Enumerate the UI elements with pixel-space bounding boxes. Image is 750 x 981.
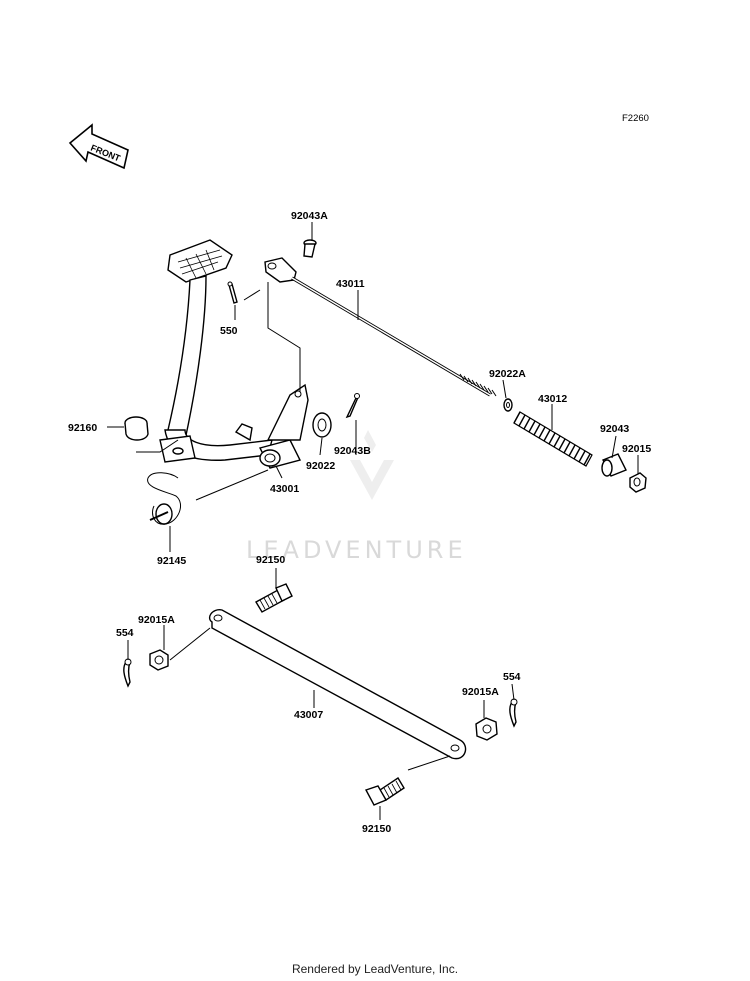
- label-554-left: 554: [116, 627, 134, 639]
- bolt-92150-top: [255, 583, 293, 613]
- pin-92043A: [303, 239, 317, 258]
- stopper-92160: [124, 416, 149, 441]
- link-bar-43007: [208, 609, 467, 760]
- nut-92015: [629, 472, 647, 493]
- label-92022A: 92022A: [489, 368, 526, 380]
- footer-credit: Rendered by LeadVenture, Inc.: [291, 962, 459, 976]
- brake-pedal-43001: [159, 239, 309, 469]
- washer-92022A: [503, 398, 513, 412]
- label-92160: 92160: [68, 422, 97, 434]
- bolt-92150-bottom: [364, 777, 405, 806]
- nut-92015A-left: [149, 649, 169, 671]
- label-92150-top: 92150: [256, 554, 285, 566]
- cotter-pin-550: [227, 281, 238, 304]
- label-43011: 43011: [336, 278, 365, 290]
- label-92150-bottom: 92150: [362, 823, 391, 835]
- leader-lines: [107, 222, 639, 820]
- return-spring-92145: [147, 472, 181, 525]
- watermark-text: LEADVENTURE: [246, 536, 467, 564]
- label-92015: 92015: [622, 443, 651, 455]
- label-43007: 43007: [294, 709, 323, 721]
- clip-554-left: [123, 658, 132, 688]
- label-92022: 92022: [306, 460, 335, 472]
- joint-92043: [601, 453, 627, 477]
- label-554-right: 554: [503, 671, 521, 683]
- nut-92015A-right: [475, 717, 498, 741]
- spring-43012: [513, 411, 593, 467]
- label-43001: 43001: [270, 483, 299, 495]
- washer-92022: [312, 412, 332, 438]
- watermark-logo-icon: [350, 430, 394, 500]
- label-92043: 92043: [600, 423, 629, 435]
- label-92043B: 92043B: [334, 445, 371, 457]
- figure-code: F2260: [622, 113, 649, 124]
- brake-rod-43011: [264, 257, 497, 397]
- label-550: 550: [220, 325, 238, 337]
- label-92145: 92145: [157, 555, 186, 567]
- clip-554-right: [509, 698, 518, 728]
- label-43012: 43012: [538, 393, 567, 405]
- cotter-pin-92043B: [345, 393, 360, 419]
- label-92043A: 92043A: [291, 210, 328, 222]
- label-92015A-left: 92015A: [138, 614, 175, 626]
- front-arrow-icon: FRONT: [68, 123, 129, 170]
- label-92015A-right: 92015A: [462, 686, 499, 698]
